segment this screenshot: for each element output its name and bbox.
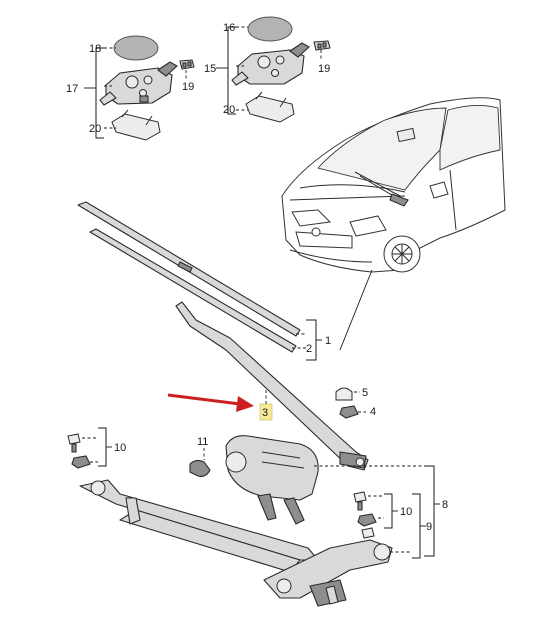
label-19-right: 19 [318,63,330,75]
label-8: 8 [442,499,448,511]
bolt-10-right [353,491,377,539]
windshield [317,107,447,191]
label-18: 18 [89,43,101,55]
label-1: 1 [325,335,331,347]
grommet-11 [189,459,211,477]
bracket-20-left [111,109,161,141]
wiper-linkage [79,479,393,607]
rain-sensor-assembly-left: 18 17 19 20 [66,35,195,141]
car-front-illustration [281,97,506,351]
label-4: 4 [370,406,376,418]
wiper-motor [225,435,319,525]
wiper-blade-2 [89,228,297,353]
label-16: 16 [223,22,235,34]
sensor-cover-oval-16 [247,16,293,42]
sensor-body-left [99,61,178,106]
connector-19-right [313,40,331,51]
label-19-left: 19 [182,81,194,93]
rain-sensor-assembly-right: 16 15 19 20 [204,16,331,123]
label-20-left: 20 [89,123,101,135]
sensor-body-right [231,42,310,86]
label-9: 9 [426,521,432,533]
bolt-10-left [67,433,91,469]
cap-5 [335,387,353,401]
connector-19-left [179,59,195,70]
label-3: 3 [262,407,268,419]
label-17: 17 [66,83,78,95]
bracket-20-right [245,91,295,123]
sensor-cover-oval-18 [113,35,159,61]
windshield-sensor [396,127,416,143]
label-10-right: 10 [400,506,412,518]
label-11: 11 [197,436,208,448]
label-15: 15 [204,63,216,75]
label-10-left: 10 [114,442,126,454]
label-2: 2 [306,343,312,355]
red-arrow [167,393,254,412]
label-20-right: 20 [223,104,235,116]
nut-4 [339,405,359,419]
label-5: 5 [362,387,368,399]
wiper-blade-1 [77,201,301,337]
